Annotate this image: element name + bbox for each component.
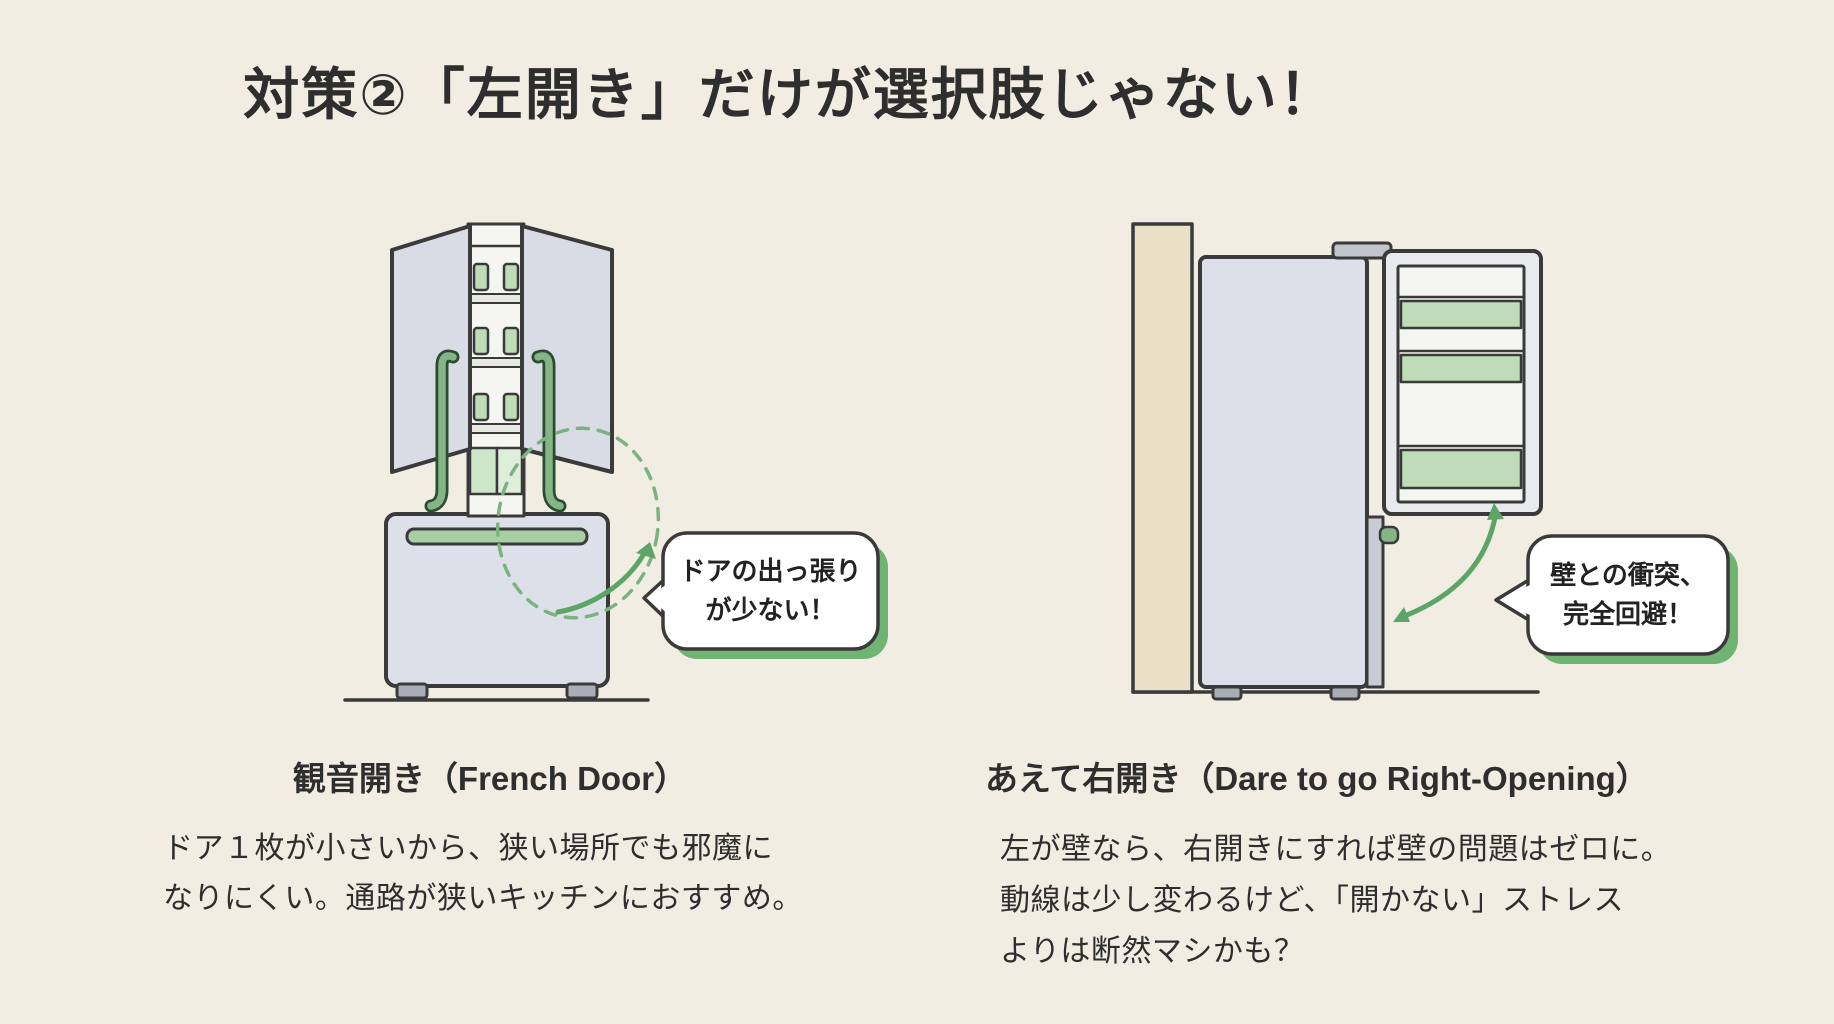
right-caption: あえて右開き（Dare to go Right-Opening） — [985, 760, 1649, 797]
french-door-fridge-illustration — [343, 222, 661, 702]
left-description: ドア１枚が小さいから、狭い場所でも邪魔に なりにくい。通路が狭いキッチンにおすす… — [163, 824, 803, 924]
bubble-line: が少ない！ — [705, 595, 836, 625]
description-line: 動線は少し変わるけど、「開かない」ストレス — [1000, 884, 1624, 917]
bubble-tail-cover — [650, 581, 670, 616]
door-swing-arrow — [1399, 509, 1499, 620]
left-open-door — [390, 224, 472, 474]
bubble-line: 完全回避！ — [1562, 599, 1693, 629]
left-caption: 観音開き（French Door） — [292, 760, 688, 797]
swing-arrow — [555, 547, 649, 615]
fridge-body — [1198, 255, 1369, 689]
description-line: 左が壁なら、右開きにすれば壁の問題はゼロに。 — [1000, 833, 1672, 866]
speech-bubble-left: ドアの出っ張り が少ない！ — [663, 533, 878, 649]
fridge-foot — [1211, 685, 1243, 701]
interior-shelves — [468, 262, 524, 434]
door-bins — [1397, 295, 1525, 490]
swing-arrowhead-up — [1487, 503, 1504, 520]
right-opening-fridge-illustration — [1131, 222, 1543, 701]
right-open-door — [520, 224, 614, 474]
speech-bubble-right-shape — [1494, 534, 1738, 664]
door-handle-nub — [1378, 525, 1400, 545]
description-line: ドア１枚が小さいから、狭い場所でも邪魔に — [163, 832, 773, 865]
description-line: なりにくい。通路が狭いキッチンにおすすめ。 — [163, 882, 803, 915]
fridge-foot — [1329, 685, 1361, 701]
bubble-line: ドアの出っ張り — [679, 556, 862, 586]
wall — [1131, 222, 1194, 694]
top-hinge — [1331, 241, 1393, 260]
fridge-foot — [395, 682, 429, 700]
left-door-handle — [424, 349, 460, 513]
right-description: 左が壁なら、右開きにすれば壁の問題はゼロに。 動線は少し変わるけど、「開かない」… — [1000, 824, 1671, 977]
speech-bubble-left-shape — [642, 531, 888, 659]
swing-arrowhead-down — [1393, 607, 1410, 622]
right-door-handle — [531, 349, 567, 513]
bubble-line: 壁との衝突、 — [1550, 560, 1706, 590]
swing-arrowhead — [636, 542, 656, 559]
bubble-tail-cover — [1503, 582, 1535, 618]
speech-bubble-right: 壁との衝突、 完全回避！ — [1528, 536, 1728, 654]
door-edge-strip — [1365, 515, 1385, 689]
door-swing-dashed-arc — [495, 426, 661, 620]
interior-drawer — [468, 446, 524, 496]
page-title: 対策②「左開き」だけが選択肢じゃない！ — [243, 63, 1337, 126]
description-line: よりは断然マシかも？ — [1000, 935, 1305, 968]
fridge-foot — [565, 682, 599, 700]
